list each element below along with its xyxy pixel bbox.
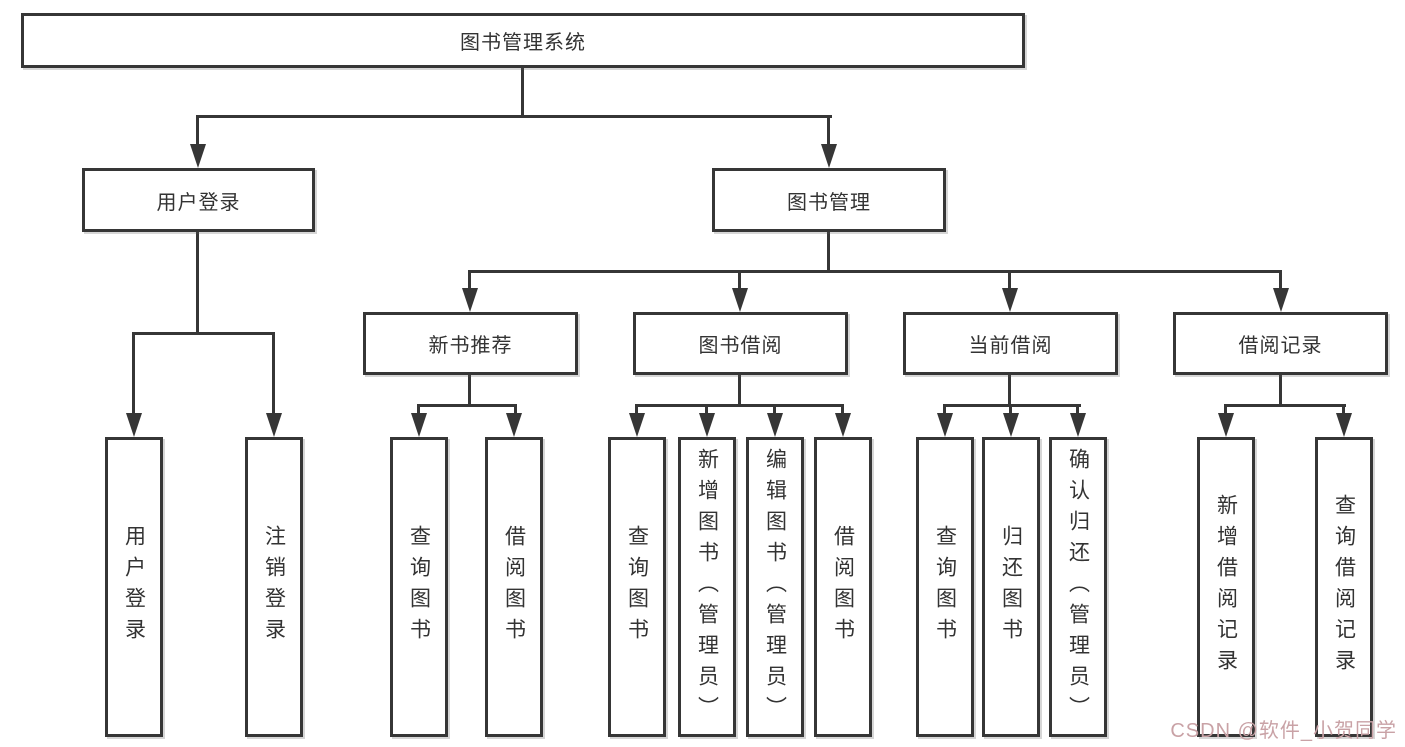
node-label: 新增图书（管理员） xyxy=(695,447,719,727)
node-label: 注销登录 xyxy=(262,525,286,649)
arrow-down-icon xyxy=(732,288,748,312)
connector-line xyxy=(635,404,638,417)
leaf-newbook-borrow-books: 借阅图书 xyxy=(485,437,543,737)
node-label: 查询借阅记录 xyxy=(1332,494,1356,680)
leaf-borrow-add-books-admin: 新增图书（管理员） xyxy=(678,437,736,737)
connector-line xyxy=(196,229,199,335)
node-label: 查询图书 xyxy=(407,525,431,649)
leaf-borrow-borrow-books: 借阅图书 xyxy=(814,437,872,737)
connector-line xyxy=(196,115,199,148)
node-current-borrowing: 当前借阅 xyxy=(903,312,1118,375)
connector-line xyxy=(1224,404,1346,407)
arrow-down-icon xyxy=(767,413,783,437)
node-book-borrowing: 图书借阅 xyxy=(633,312,848,375)
node-label: 借阅图书 xyxy=(831,525,855,649)
arrow-down-icon xyxy=(629,413,645,437)
connector-line xyxy=(635,404,844,407)
leaf-logout: 注销登录 xyxy=(245,437,303,737)
arrow-down-icon xyxy=(1273,288,1289,312)
arrow-down-icon xyxy=(1218,413,1234,437)
node-borrow-records: 借阅记录 xyxy=(1173,312,1388,375)
node-new-book-recommend: 新书推荐 xyxy=(363,312,578,375)
leaf-borrow-edit-books-admin: 编辑图书（管理员） xyxy=(746,437,804,737)
csdn-watermark: CSDN @软件_小贺同学 xyxy=(1170,720,1397,742)
connector-line xyxy=(1008,270,1011,292)
connector-line xyxy=(417,404,517,407)
node-label: 查询图书 xyxy=(933,525,957,649)
node-label: 新书推荐 xyxy=(428,335,513,357)
node-label: 用户登录 xyxy=(156,191,241,214)
arrow-down-icon xyxy=(835,413,851,437)
node-label: 归还图书 xyxy=(999,525,1023,649)
leaf-records-query-record: 查询借阅记录 xyxy=(1315,437,1373,737)
leaf-records-add-record: 新增借阅记录 xyxy=(1197,437,1255,737)
connector-line xyxy=(738,270,741,292)
connector-line xyxy=(841,404,844,417)
connector-line xyxy=(514,404,517,417)
node-label: 确认归还（管理员） xyxy=(1066,447,1090,727)
leaf-user-login: 用户登录 xyxy=(105,437,163,737)
node-label: 图书管理 xyxy=(787,191,871,214)
node-label: 编辑图书（管理员） xyxy=(763,447,787,727)
node-label: 图书借阅 xyxy=(698,335,783,357)
arrow-down-icon xyxy=(411,413,427,437)
arrow-down-icon xyxy=(1003,413,1019,437)
connector-line xyxy=(943,404,946,417)
node-label: 新增借阅记录 xyxy=(1214,494,1238,680)
connector-line xyxy=(521,66,524,118)
connector-line xyxy=(272,332,275,416)
connector-line xyxy=(1279,373,1282,407)
connector-line xyxy=(1342,404,1345,417)
connector-line xyxy=(468,270,471,292)
node-label: 图书管理系统 xyxy=(460,32,586,54)
connector-line xyxy=(1076,404,1079,417)
leaf-current-confirm-return-admin: 确认归还（管理员） xyxy=(1049,437,1107,737)
arrow-down-icon xyxy=(1336,413,1352,437)
leaf-current-query-books: 查询图书 xyxy=(916,437,974,737)
arrow-down-icon xyxy=(266,413,282,437)
connector-line xyxy=(132,332,275,335)
arrow-down-icon xyxy=(126,413,142,437)
leaf-borrow-query-books: 查询图书 xyxy=(608,437,666,737)
connector-line xyxy=(417,404,420,417)
connector-line xyxy=(1224,404,1227,417)
connector-line xyxy=(1009,404,1012,417)
node-library-system: 图书管理系统 xyxy=(21,13,1025,68)
connector-line xyxy=(196,115,832,118)
arrow-down-icon xyxy=(1002,288,1018,312)
connector-line xyxy=(468,270,1282,273)
arrow-down-icon xyxy=(1070,413,1086,437)
connector-line xyxy=(1279,270,1282,292)
arrow-down-icon xyxy=(462,288,478,312)
connector-line xyxy=(827,115,830,148)
arrow-down-icon xyxy=(506,413,522,437)
connector-line xyxy=(773,404,776,417)
arrow-down-icon xyxy=(699,413,715,437)
node-label: 借阅图书 xyxy=(502,525,526,649)
leaf-current-return-books: 归还图书 xyxy=(982,437,1040,737)
connector-line xyxy=(468,373,471,407)
connector-line xyxy=(943,404,1081,407)
node-label: 借阅记录 xyxy=(1238,335,1323,357)
connector-line xyxy=(705,404,708,417)
node-book-management: 图书管理 xyxy=(712,168,946,232)
node-label: 查询图书 xyxy=(625,525,649,649)
connector-line xyxy=(827,229,830,273)
connector-line xyxy=(1008,373,1011,407)
node-label: 用户登录 xyxy=(122,525,146,649)
node-label: 当前借阅 xyxy=(968,335,1053,357)
connector-line xyxy=(132,332,135,416)
arrow-down-icon xyxy=(937,413,953,437)
leaf-newbook-query-books: 查询图书 xyxy=(390,437,448,737)
connector-line xyxy=(738,373,741,407)
node-user-login: 用户登录 xyxy=(82,168,315,232)
arrow-down-icon xyxy=(190,144,206,168)
arrow-down-icon xyxy=(821,144,837,168)
